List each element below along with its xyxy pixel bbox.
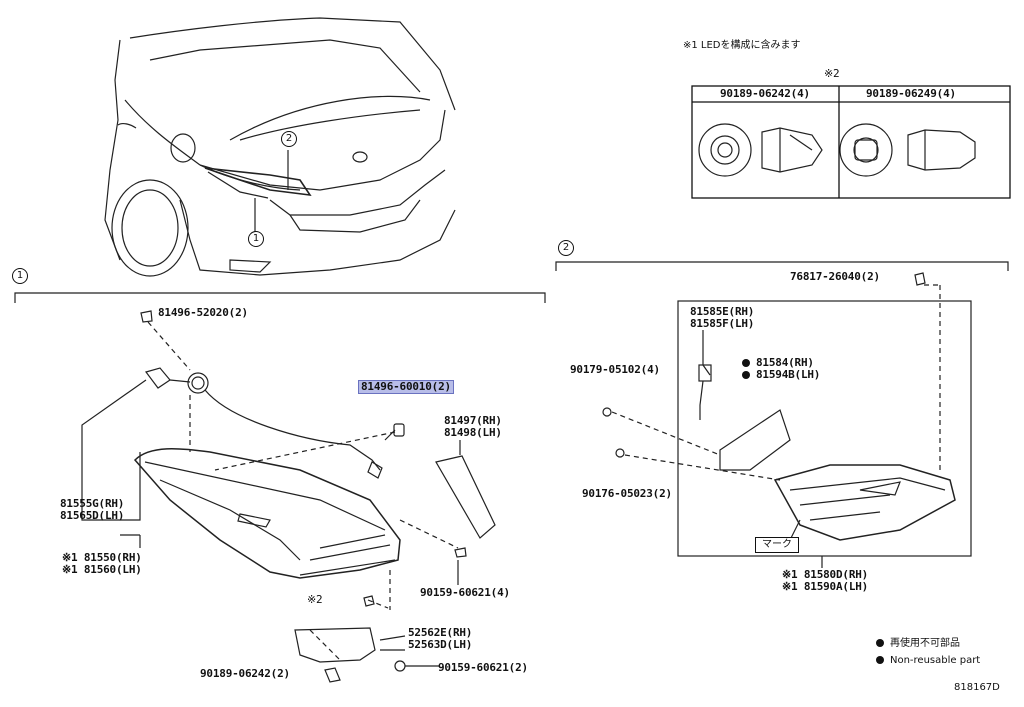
part-81584-81594b[interactable]: 81584(RH) 81594B(LH) <box>742 357 820 381</box>
part-90159-60621-2[interactable]: 90159-60621(2) <box>438 661 528 674</box>
legend-jp: 再使用不可部品 <box>876 638 960 650</box>
part-52562E[interactable]: 52562E(RH) <box>408 626 473 639</box>
car-illustration <box>104 17 456 277</box>
inner-tail-lamp <box>773 464 956 541</box>
part-81590A[interactable]: ※1 81590A(LH) <box>782 580 869 593</box>
part-81594B[interactable]: 81594B(LH) <box>742 369 820 381</box>
note-2-marker: ※2 <box>307 593 323 606</box>
section1-number: 1 <box>12 268 28 284</box>
tail-lamp-lh <box>133 448 401 579</box>
part-81585E[interactable]: 81585E(RH) <box>690 305 755 318</box>
part-81498[interactable]: 81498(LH) <box>444 426 502 439</box>
part-81565D[interactable]: 81565D(LH) <box>60 509 125 522</box>
callout-2: 2 <box>281 131 297 147</box>
callout-1: 1 <box>248 231 264 247</box>
header-note: ※1 LEDを構成に含みます <box>683 40 801 51</box>
table-marker: ※2 <box>824 67 840 80</box>
legend-dot-icon <box>876 639 884 647</box>
part-81496-52020[interactable]: 81496-52020(2) <box>158 306 248 319</box>
part-81497-81498[interactable]: 81497(RH) 81498(LH) <box>444 415 502 439</box>
legend-dot-icon <box>876 656 884 664</box>
non-reusable-dot <box>742 371 750 379</box>
part-81585F[interactable]: 81585F(LH) <box>690 317 755 330</box>
part-81585e-81585f[interactable]: 81585E(RH) 81585F(LH) <box>690 306 754 330</box>
part-81584[interactable]: 81584(RH) <box>742 357 820 369</box>
legend-en: Non-reusable part <box>876 655 980 667</box>
part-76817-26040[interactable]: 76817-26040(2) <box>790 270 880 283</box>
part-81496-60010-highlighted[interactable]: 81496-60010(2) <box>358 380 454 394</box>
table-col2-header[interactable]: 90189-06249(4) <box>866 87 956 100</box>
part-52562e-52563d[interactable]: 52562E(RH) 52563D(LH) <box>408 627 472 651</box>
part-81550-81560[interactable]: ※1 81550(RH) ※1 81560(LH) <box>62 552 142 576</box>
part-81560[interactable]: ※1 81560(LH) <box>62 563 142 576</box>
part-81555G[interactable]: 81555G(RH) <box>60 497 125 510</box>
part-81550[interactable]: ※1 81550(RH) <box>62 551 142 564</box>
harness <box>144 367 383 479</box>
part-90189-06242-2[interactable]: 90189-06242(2) <box>200 667 290 680</box>
section2-number: 2 <box>558 240 574 256</box>
part-81497[interactable]: 81497(RH) <box>444 414 502 427</box>
part-52563D[interactable]: 52563D(LH) <box>408 638 473 651</box>
non-reusable-dot <box>742 359 750 367</box>
bulb-socket-drawings <box>698 123 976 177</box>
part-90179-05102[interactable]: 90179-05102(4) <box>570 363 660 376</box>
part-90176-05023[interactable]: 90176-05023(2) <box>582 487 672 500</box>
part-90159-60621-4[interactable]: 90159-60621(4) <box>420 586 510 599</box>
mark-label: マーク <box>755 537 799 553</box>
part-81580d-81590a[interactable]: ※1 81580D(RH) ※1 81590A(LH) <box>782 569 868 593</box>
part-81555g-81565d[interactable]: 81555G(RH) 81565D(LH) <box>60 498 124 522</box>
table-col1-header[interactable]: 90189-06242(4) <box>720 87 810 100</box>
diagram-id: 818167D <box>954 682 1000 693</box>
part-81580D[interactable]: ※1 81580D(RH) <box>782 568 869 581</box>
